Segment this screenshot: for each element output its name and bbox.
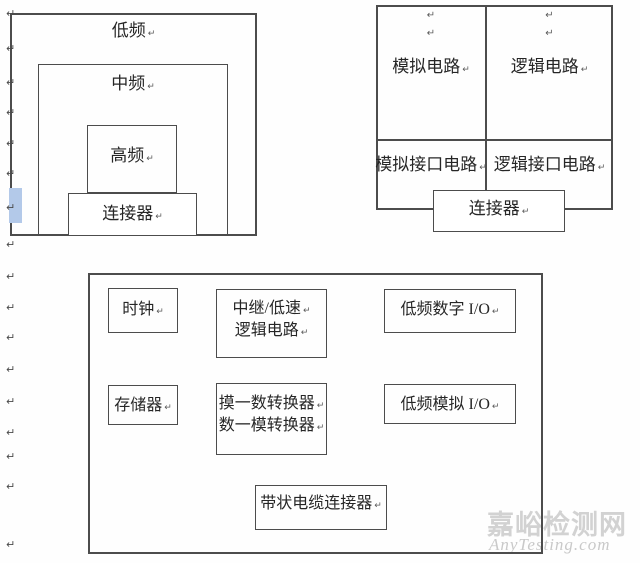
paragraph-mark: ↵ (300, 328, 309, 338)
logic-circuit-label-text: 逻辑电路 (510, 57, 579, 76)
watermark-en: AnyTesting.com (489, 535, 611, 554)
analog-circuit-label-text: 模拟电路 (392, 57, 461, 76)
paragraph-mark: ↵ (462, 65, 470, 75)
paragraph-mark: ↵ (6, 395, 16, 408)
paragraph-mark: ↵ (164, 403, 172, 413)
analog-io-label: 低频模拟 I/O↵ (384, 390, 516, 414)
paragraph-mark: ↵ (6, 331, 16, 344)
adc-label-text: 摸一数转换器 (218, 395, 315, 412)
paragraph-mark: ↵ (6, 270, 16, 283)
ribbon-connector-label-text: 带状电缆连接器 (260, 495, 373, 512)
paragraph-mark: ↵ (155, 212, 163, 222)
paragraph-mark: ↵ (6, 301, 16, 314)
empty-paragraph: ↵ (376, 10, 486, 21)
circuit-connector-box[interactable] (433, 190, 565, 232)
empty-paragraph: ↵ (486, 10, 613, 21)
relay-logic-text-line2: 逻辑电路 (234, 322, 299, 339)
paragraph-mark: ↵ (316, 401, 325, 411)
high-freq-label-text: 高频 (110, 146, 145, 165)
high-freq-zone-box[interactable] (87, 125, 177, 193)
freq-connector-box[interactable] (68, 193, 197, 236)
paragraph-mark: ↵ (6, 106, 16, 119)
freq-connector-label-text: 连接器 (102, 204, 154, 223)
digital-io-label-text: 低频数字 I/O (400, 301, 490, 318)
paragraph-mark: ↵ (6, 76, 16, 89)
clock-box[interactable] (108, 288, 178, 333)
paragraph-mark: ↵ (302, 306, 311, 316)
paragraph-mark: ↵ (6, 238, 16, 251)
freq-connector-label: 连接器↵ (68, 199, 197, 224)
circuit-connector-label: 连接器↵ (433, 194, 565, 219)
paragraph-mark: ↵ (597, 163, 606, 173)
memory-label: 存储器↵ (108, 391, 178, 415)
paragraph-mark: ↵ (147, 29, 156, 39)
logic-interface-label-text: 逻辑接口电路 (493, 155, 596, 174)
analog-io-box[interactable] (384, 384, 516, 424)
paragraph-mark: ↵ (426, 10, 436, 21)
paragraph-mark: ↵ (521, 207, 530, 217)
relay-logic-label-line2: 逻辑电路↵ (216, 316, 327, 340)
clock-label-text: 时钟 (122, 301, 155, 318)
paragraph-mark: ↵ (491, 402, 500, 412)
paragraph-mark: ↵ (156, 307, 164, 317)
watermark-cn: 嘉峪检测网 (487, 510, 627, 540)
paragraph-mark: ↵ (6, 42, 16, 55)
paragraph-mark: ↵ (6, 480, 16, 493)
logic-interface-label: 逻辑接口电路↵ (486, 150, 613, 175)
paragraph-mark: ↵ (147, 82, 155, 92)
adc-label: 摸一数转换器↵ (216, 389, 327, 413)
paragraph-mark: ↵ (491, 307, 500, 317)
relay-logic-text-line1: 中继/低速 (232, 300, 301, 317)
text-selection-highlight (9, 188, 22, 223)
paragraph-mark: ↵ (6, 201, 16, 214)
memory-box[interactable] (108, 385, 178, 425)
vertical-divider-line[interactable] (485, 5, 487, 191)
digital-io-label: 低频数字 I/O↵ (384, 295, 516, 319)
relay-logic-label-line1: 中继/低速↵ (216, 294, 327, 318)
clock-label: 时钟↵ (108, 295, 178, 319)
paragraph-mark: ↵ (6, 538, 16, 551)
paragraph-mark: ↵ (545, 10, 554, 21)
paragraph-mark: ↵ (545, 28, 554, 39)
memory-label-text: 存储器 (114, 397, 163, 414)
paragraph-mark: ↵ (6, 167, 16, 180)
empty-paragraph: ↵ (376, 28, 486, 39)
logic-circuit-label: 逻辑电路↵ (486, 52, 613, 77)
converter-box[interactable] (216, 383, 327, 455)
paragraph-mark: ↵ (6, 363, 16, 376)
horizontal-divider-line[interactable] (376, 139, 613, 141)
analog-interface-label: 模拟接口电路↵ (375, 150, 487, 175)
paragraph-mark: ↵ (580, 65, 589, 75)
low-freq-label: 低频↵ (10, 16, 257, 41)
paragraph-mark: ↵ (6, 137, 16, 150)
paragraph-mark: ↵ (479, 163, 487, 173)
relay-logic-box[interactable] (216, 289, 327, 358)
paragraph-mark: ↵ (6, 426, 16, 439)
ribbon-connector-box[interactable] (255, 485, 387, 530)
circuit-connector-label-text: 连接器 (468, 199, 520, 218)
dac-label-text: 数一模转换器 (218, 417, 315, 434)
paragraph-mark: ↵ (374, 501, 382, 511)
analog-circuit-label: 模拟电路↵ (376, 52, 486, 77)
paragraph-mark: ↵ (316, 423, 325, 433)
mid-freq-label-text: 中频 (111, 74, 146, 93)
analog-io-label-text: 低频模拟 I/O (400, 396, 490, 413)
low-freq-label-text: 低频 (111, 21, 146, 40)
dac-label: 数一模转换器↵ (216, 411, 327, 435)
board-layout-box[interactable] (88, 273, 543, 554)
paragraph-mark: ↵ (6, 7, 16, 20)
analog-interface-label-text: 模拟接口电路 (375, 155, 478, 174)
paragraph-mark: ↵ (426, 28, 436, 39)
paragraph-mark: ↵ (6, 450, 16, 463)
ribbon-connector-label: 带状电缆连接器↵ (255, 489, 387, 513)
high-freq-label: 高频↵ (87, 141, 177, 166)
digital-io-box[interactable] (384, 289, 516, 333)
mid-freq-label: 中频↵ (38, 69, 228, 94)
empty-paragraph: ↵ (486, 28, 613, 39)
paragraph-mark: ↵ (146, 154, 154, 164)
